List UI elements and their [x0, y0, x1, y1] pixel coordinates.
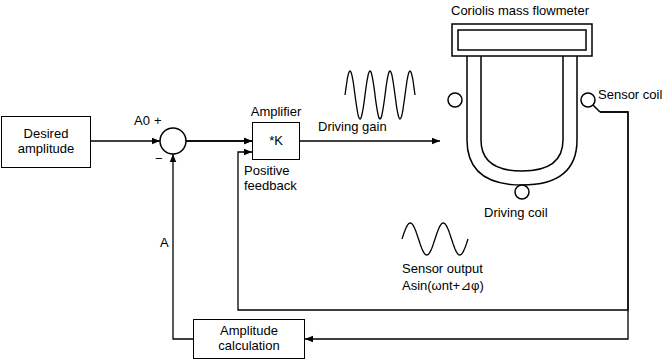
driving-wave [345, 71, 415, 119]
calculation-box: Amplitude calculation [193, 319, 305, 359]
inner-tube [481, 56, 563, 171]
node-text: Desired amplitude [2, 127, 90, 157]
sensor-wave [402, 223, 468, 255]
edge-label: Positive feedback [244, 164, 314, 194]
heading-label: Amplifier [251, 104, 302, 119]
connector-segment [300, 140, 440, 141]
sensor-lead [593, 105, 600, 112]
sign-mark: − [155, 152, 163, 167]
part-label: Driving coil [484, 206, 548, 221]
connector-segment [186, 140, 252, 141]
connector-segment [186, 140, 252, 141]
summing-junction [160, 128, 186, 154]
connector-segment [305, 112, 628, 339]
signal-formula: Asin(ωnt+⊿φ) [402, 279, 484, 294]
signal-connector [91, 140, 252, 141]
part-label: Sensor coil [598, 88, 662, 103]
connector-segment [173, 154, 193, 339]
sensor-coil-left [448, 93, 462, 107]
signal-name: A [160, 236, 169, 251]
housing-inner [458, 30, 586, 50]
outer-tube [467, 56, 577, 185]
edge-label: Driving gain [318, 120, 387, 135]
signal-connector [305, 112, 628, 339]
signal-connector [173, 141, 252, 339]
signal-connector [300, 140, 440, 141]
driving-coil [515, 185, 529, 199]
connector-segment [91, 140, 160, 141]
connector-segment [238, 112, 628, 310]
sign-mark: + [154, 114, 162, 129]
signal-connector [238, 112, 628, 310]
signal-label: Sensor output [402, 262, 483, 277]
sensor-coil-right [581, 93, 595, 107]
heading-label: Coriolis mass flowmeter [440, 3, 600, 18]
node-text: *K [269, 134, 283, 149]
node-text: Amplitude calculation [194, 324, 304, 354]
amplifier-box: Amplifier*K [252, 122, 300, 160]
flowmeter-housing [452, 24, 592, 56]
signal-name: A0 [134, 114, 150, 129]
input-box: Desired amplitude [1, 116, 91, 168]
flowmeter-region: Coriolis mass flowmeter [440, 0, 600, 205]
